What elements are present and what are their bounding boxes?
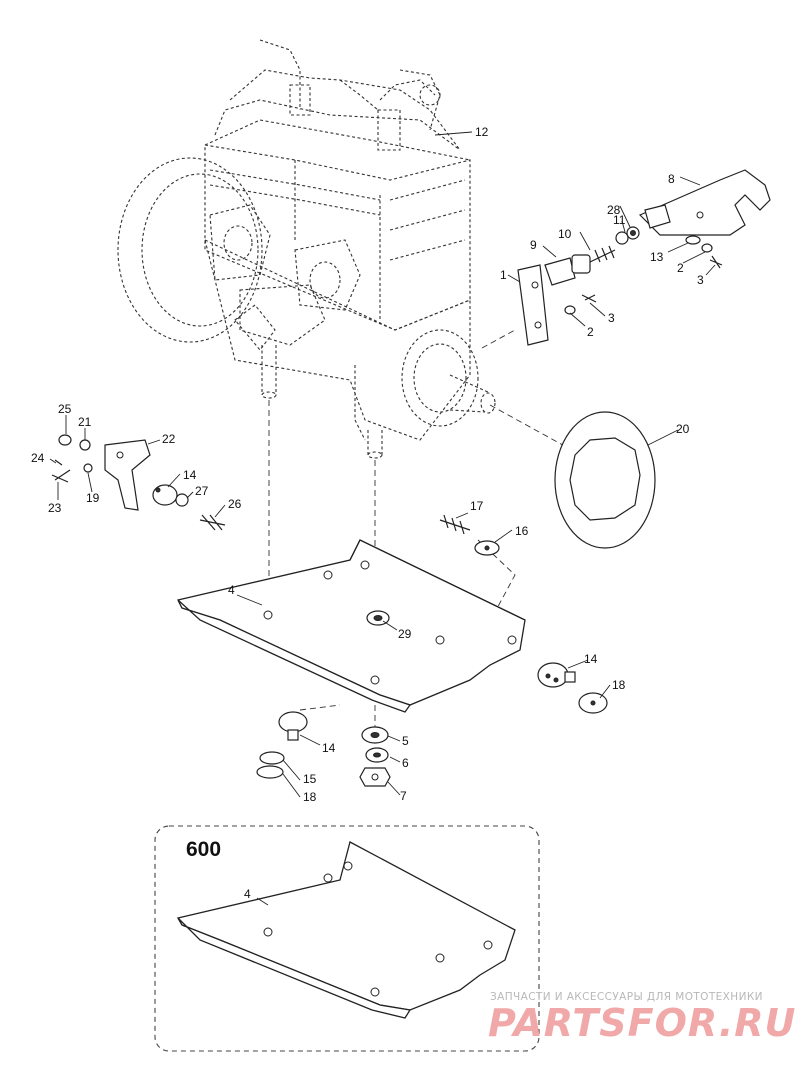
callout-5: 5 bbox=[402, 734, 409, 748]
coupler-ring-part-20 bbox=[554, 411, 656, 549]
watermark: ЗАПЧАСТИ И АКСЕССУАРЫ ДЛЯ МОТОТЕХНИКИ PA… bbox=[488, 991, 796, 1045]
callout-14-bottom: 14 bbox=[322, 741, 336, 755]
leader-lines bbox=[49, 131, 716, 798]
callout-18-bottom: 18 bbox=[303, 790, 317, 804]
callout-28: 28 bbox=[607, 203, 621, 217]
bracket-part-1 bbox=[517, 264, 549, 346]
callout-20: 20 bbox=[676, 422, 690, 436]
callout-6: 6 bbox=[402, 756, 409, 770]
callout-16: 16 bbox=[515, 524, 529, 538]
callout-12: 12 bbox=[475, 125, 489, 139]
callout-4: 4 bbox=[228, 583, 235, 597]
left-mount-group bbox=[51, 434, 226, 531]
support-arm-part-8 bbox=[638, 169, 771, 236]
callout-labels: 12 8 28 11 10 9 13 2 3 1 3 2 20 25 21 22… bbox=[31, 125, 704, 804]
callout-25: 25 bbox=[58, 402, 72, 416]
callout-2-top: 2 bbox=[677, 261, 684, 275]
callout-2-mid: 2 bbox=[587, 325, 594, 339]
callout-9: 9 bbox=[530, 238, 537, 252]
engine-plate-part-4 bbox=[177, 539, 526, 713]
variant-model-label: 600 bbox=[186, 838, 221, 861]
callout-14-left: 14 bbox=[183, 468, 197, 482]
lower-hardware bbox=[256, 662, 608, 787]
callout-19: 19 bbox=[86, 491, 100, 505]
engine-plate-variant bbox=[177, 841, 516, 1019]
callout-1: 1 bbox=[500, 268, 507, 282]
callout-17: 17 bbox=[470, 499, 484, 513]
watermark-tagline: ЗАПЧАСТИ И АКСЕССУАРЫ ДЛЯ МОТОТЕХНИКИ bbox=[490, 991, 763, 1003]
callout-23: 23 bbox=[48, 501, 62, 515]
engine-assembly bbox=[117, 39, 496, 459]
callout-7: 7 bbox=[400, 789, 407, 803]
right-hardware bbox=[544, 226, 723, 315]
bolt-washer-16-17 bbox=[439, 514, 500, 556]
callout-29: 29 bbox=[398, 627, 412, 641]
watermark-logo: PARTSFOR.RU bbox=[488, 1001, 796, 1045]
callout-3-top: 3 bbox=[697, 273, 704, 287]
callout-27: 27 bbox=[195, 484, 209, 498]
variant-600-inset: 600 4 bbox=[154, 825, 540, 1052]
callout-22: 22 bbox=[162, 432, 176, 446]
callout-21: 21 bbox=[78, 415, 92, 429]
callout-14-right: 14 bbox=[584, 652, 598, 666]
callout-3-mid: 3 bbox=[608, 311, 615, 325]
callout-8: 8 bbox=[668, 172, 675, 186]
callout-4-variant: 4 bbox=[244, 887, 251, 901]
callout-18-right: 18 bbox=[612, 678, 626, 692]
callout-11: 11 bbox=[613, 213, 626, 227]
callout-15: 15 bbox=[303, 772, 317, 786]
callout-10: 10 bbox=[558, 227, 572, 241]
inset-frame bbox=[154, 825, 540, 1052]
callout-26: 26 bbox=[228, 497, 242, 511]
callout-24: 24 bbox=[31, 451, 45, 465]
callout-13: 13 bbox=[650, 250, 664, 264]
